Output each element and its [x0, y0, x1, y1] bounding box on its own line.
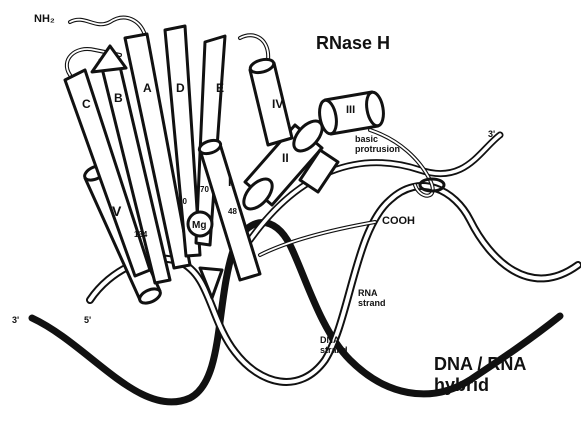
mg-label: Mg: [192, 220, 206, 231]
dna-strand-line-2: strand: [320, 345, 348, 355]
right-end-label: 3': [488, 130, 495, 139]
rna-strand-line-1: RNA: [358, 288, 386, 298]
helix-label-ii: II: [282, 151, 289, 165]
diagram-title: RNase H: [316, 34, 390, 52]
helix-label-v: V: [112, 203, 122, 219]
strand-label-d: D: [176, 81, 185, 95]
strand-label-c: C: [82, 97, 91, 111]
residue-48: 48: [228, 207, 237, 216]
residue-134: 134: [134, 230, 148, 239]
strand-label-b: B: [114, 91, 123, 105]
strand-label-a: A: [143, 81, 152, 95]
rna-strand-label: RNA strand: [358, 288, 386, 309]
dna-strand-line-1: DNA: [320, 335, 348, 345]
hybrid-line-1: DNA / RNA: [434, 354, 526, 375]
residue-70: 70: [200, 185, 209, 194]
hybrid-label: DNA / RNA hybrid: [434, 354, 526, 395]
rna-strand-line-2: strand: [358, 298, 386, 308]
dna-left-end-label: 5': [84, 316, 91, 325]
rna-left-end-label: 3': [12, 316, 19, 325]
residue-10: 10: [178, 197, 187, 206]
helix-iv: [249, 57, 292, 145]
helix-label-iv: IV: [272, 97, 283, 111]
strand-label-e: E: [216, 81, 224, 95]
dna-strand-label: DNA strand: [320, 335, 348, 356]
c-terminus-label: COOH: [382, 216, 415, 227]
basic-protrusion-label: basic protrusion: [355, 134, 400, 155]
helix-label-i: I: [228, 175, 231, 189]
loop-iv-iii: [240, 35, 268, 60]
helix-label-iii: III: [346, 104, 355, 116]
basic-protrusion-line-1: basic: [355, 134, 400, 144]
basic-protrusion-line-2: protrusion: [355, 144, 400, 154]
n-terminus-label: NH₂: [34, 14, 55, 25]
hybrid-line-2: hybrid: [434, 375, 526, 396]
